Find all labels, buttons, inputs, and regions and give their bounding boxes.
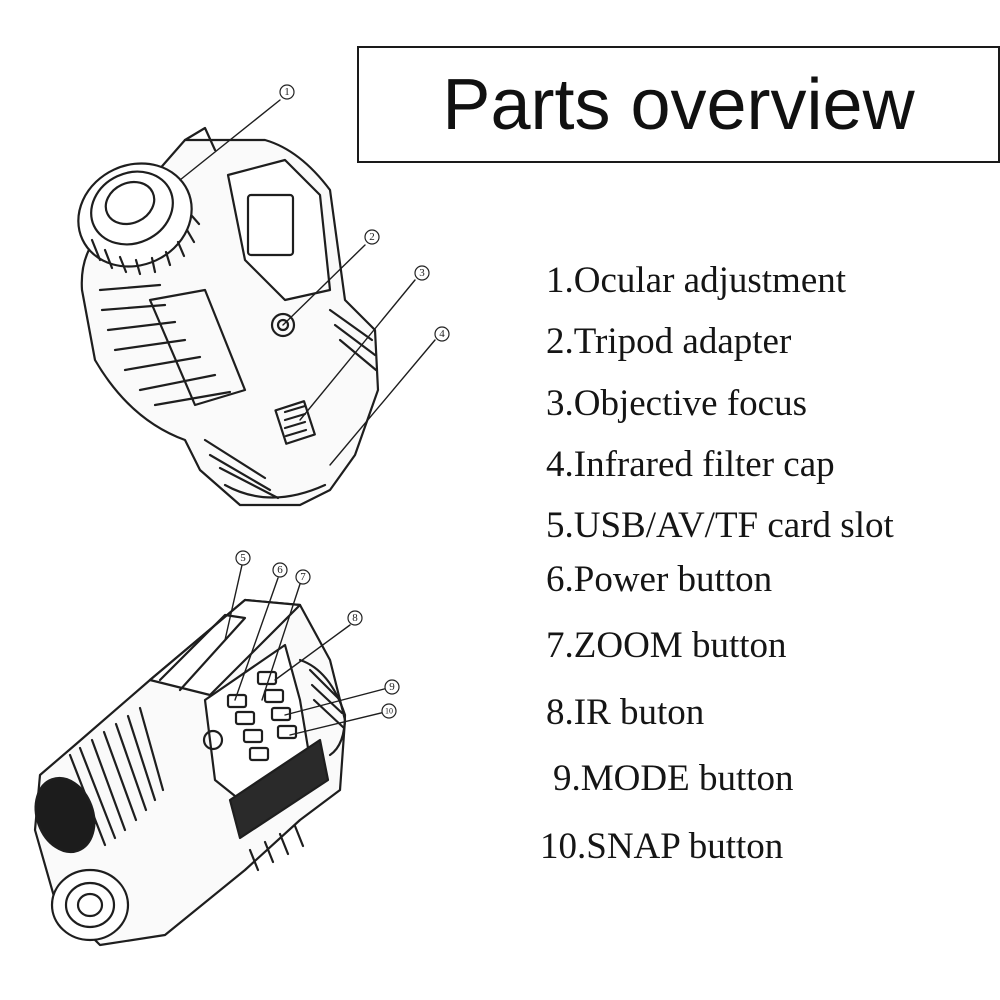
- part-item-10: 10.SNAP button: [540, 826, 784, 867]
- part-item-4: 4.Infrared filter cap: [546, 444, 835, 485]
- title-box: Parts overview: [357, 46, 1000, 163]
- part-item-2: 2.Tripod adapter: [546, 321, 792, 362]
- part-item-5: 5.USB/AV/TF card slot: [546, 505, 894, 546]
- part-item-7: 7.ZOOM button: [546, 625, 787, 666]
- part-item-8: 8.IR buton: [546, 692, 705, 733]
- page-title: Parts overview: [442, 64, 915, 145]
- part-item-6: 6.Power button: [546, 559, 773, 600]
- part-item-3: 3.Objective focus: [546, 383, 807, 424]
- part-item-9: 9.MODE button: [553, 758, 794, 799]
- part-item-1: 1.Ocular adjustment: [546, 260, 847, 301]
